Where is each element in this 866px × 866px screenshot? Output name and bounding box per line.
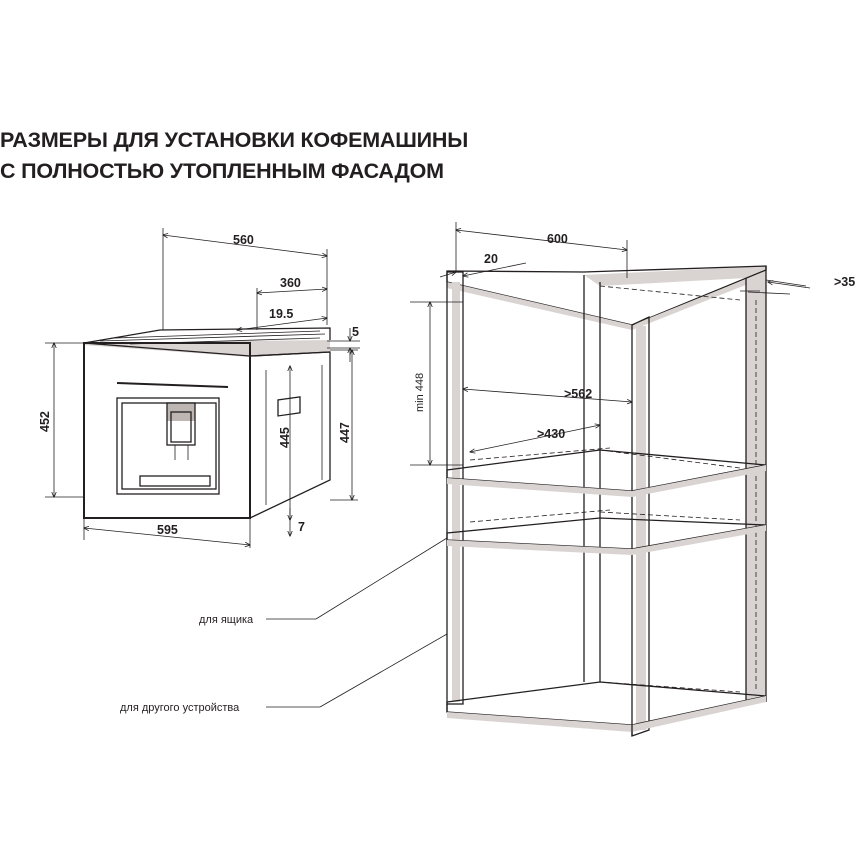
- cabinet-dimension-labels: 600 20 >35 min 448 >562 >430: [414, 232, 855, 441]
- page-title: РАЗМЕРЫ ДЛЯ УСТАНОВКИ КОФЕМАШИНЫ С ПОЛНО…: [0, 125, 600, 187]
- dim-560: 560: [233, 233, 254, 247]
- dim-445: 445: [278, 427, 292, 448]
- dim-gt-35: >35: [834, 275, 855, 289]
- machine-dimension-lines: [45, 228, 360, 548]
- title-line-1: РАЗМЕРЫ ДЛЯ УСТАНОВКИ КОФЕМАШИНЫ: [0, 128, 469, 152]
- cabinet-dimension-lines: [410, 222, 811, 465]
- cabinet-drawing: [446, 265, 767, 737]
- callouts: для ящика для другого устройства: [120, 537, 448, 714]
- title-line-2: С ПОЛНОСТЬЮ УТОПЛЕННЫМ ФАСАДОМ: [0, 159, 444, 183]
- callout-other-device: для другого устройства: [120, 702, 240, 714]
- coffee-machine-drawing: [83, 327, 331, 520]
- callout-drawer: для ящика: [199, 614, 254, 626]
- dim-19-5: 19.5: [269, 307, 293, 321]
- dim-min-448: min 448: [414, 373, 426, 412]
- dim-452: 452: [38, 411, 52, 432]
- machine-dimension-labels: 560 360 19.5 5 452 445 447 7 595: [38, 233, 359, 537]
- dim-gt-562: >562: [564, 387, 592, 401]
- dim-595: 595: [157, 523, 178, 537]
- dim-360: 360: [280, 276, 301, 290]
- dim-600: 600: [547, 232, 568, 246]
- dim-gt-430: >430: [537, 427, 565, 441]
- dim-5: 5: [352, 325, 359, 339]
- dim-7: 7: [298, 520, 305, 534]
- dim-20: 20: [484, 252, 498, 266]
- dim-447: 447: [338, 422, 352, 443]
